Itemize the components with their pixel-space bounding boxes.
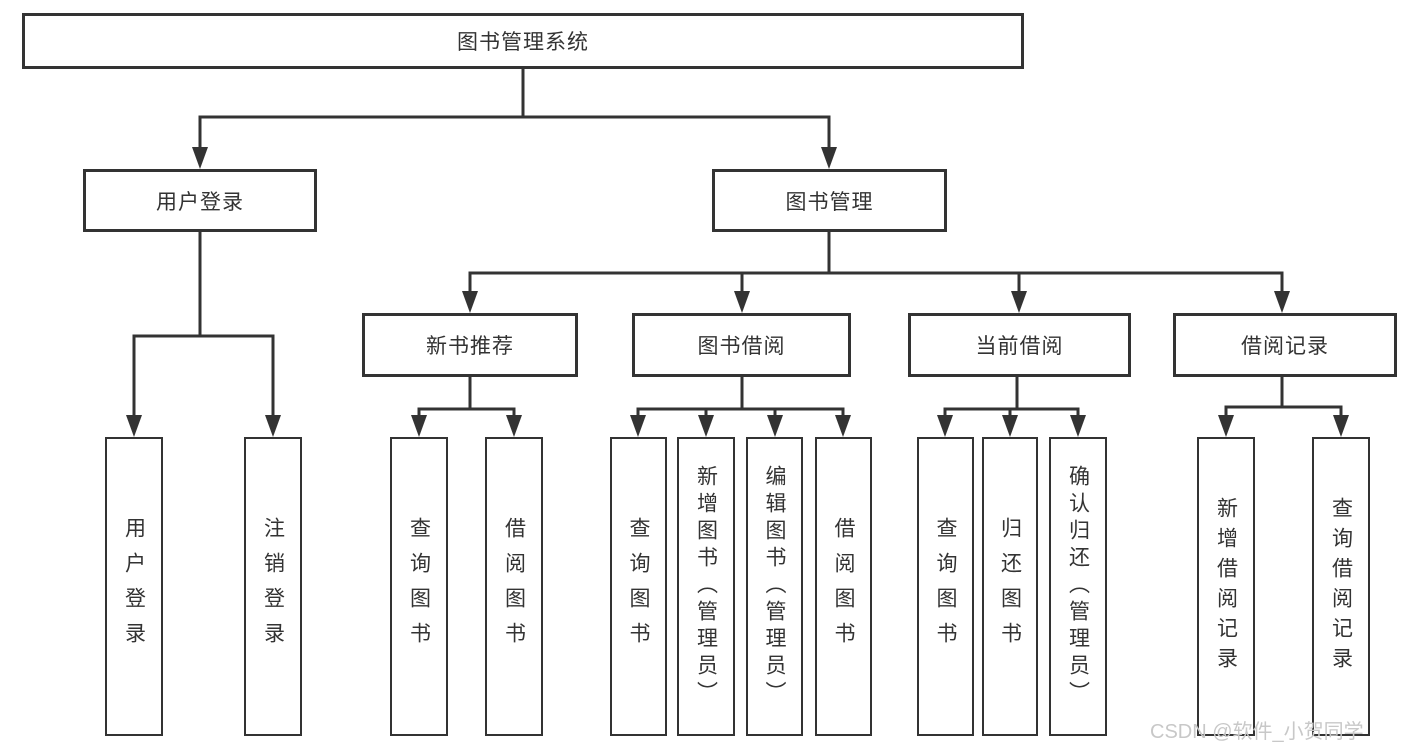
node-current-borrow: 当前借阅 bbox=[908, 313, 1131, 377]
node-new-book-recommend-label: 新书推荐 bbox=[426, 335, 514, 358]
node-leaf-add-borrow-record: 新增借阅记录 bbox=[1197, 437, 1255, 736]
node-leaf-query-book-recommend: 查询图书 bbox=[390, 437, 448, 736]
node-leaf-confirm-return-admin: 确认归还（管理员） bbox=[1049, 437, 1107, 736]
node-book-borrow-label: 图书借阅 bbox=[697, 335, 786, 358]
node-leaf-borrow-book-recommend: 借阅图书 bbox=[485, 437, 543, 736]
watermark-text: CSDN @软件_小贺同学 bbox=[1150, 721, 1364, 743]
node-leaf-query-borrow-record: 查询借阅记录 bbox=[1312, 437, 1370, 736]
node-leaf-borrow-book-recommend-label: 借阅图书 bbox=[502, 516, 526, 657]
node-leaf-logout: 注销登录 bbox=[244, 437, 302, 736]
node-user-login-label: 用户登录 bbox=[156, 190, 244, 214]
node-leaf-add-book-admin-label: 新增图书（管理员） bbox=[694, 465, 718, 708]
node-leaf-logout-label: 注销登录 bbox=[261, 516, 285, 657]
node-leaf-query-book-borrow-label: 查询图书 bbox=[627, 516, 650, 657]
node-leaf-query-book-current-label: 查询图书 bbox=[934, 516, 957, 657]
node-current-borrow-label: 当前借阅 bbox=[975, 335, 1064, 358]
node-leaf-return-book: 归还图书 bbox=[982, 437, 1038, 736]
node-book-borrow: 图书借阅 bbox=[632, 313, 851, 377]
node-leaf-add-book-admin: 新增图书（管理员） bbox=[677, 437, 735, 736]
node-leaf-query-book-recommend-label: 查询图书 bbox=[407, 516, 431, 657]
node-leaf-query-book-current: 查询图书 bbox=[917, 437, 974, 736]
node-leaf-edit-book-admin: 编辑图书（管理员） bbox=[746, 437, 803, 736]
node-leaf-user-login: 用户登录 bbox=[105, 437, 163, 736]
node-leaf-query-book-borrow: 查询图书 bbox=[610, 437, 667, 736]
node-borrow-records-label: 借阅记录 bbox=[1241, 335, 1329, 358]
node-leaf-add-borrow-record-label: 新增借阅记录 bbox=[1214, 496, 1238, 677]
node-leaf-query-borrow-record-label: 查询借阅记录 bbox=[1329, 496, 1353, 677]
node-root: 图书管理系统 bbox=[22, 13, 1024, 69]
node-book-management: 图书管理 bbox=[712, 169, 947, 232]
node-root-label: 图书管理系统 bbox=[457, 31, 589, 54]
node-leaf-return-book-label: 归还图书 bbox=[998, 516, 1022, 657]
node-leaf-user-login-label: 用户登录 bbox=[122, 516, 146, 657]
node-new-book-recommend: 新书推荐 bbox=[362, 313, 578, 377]
node-leaf-edit-book-admin-label: 编辑图书（管理员） bbox=[763, 465, 786, 708]
node-book-management-label: 图书管理 bbox=[785, 190, 874, 214]
node-leaf-borrow-book: 借阅图书 bbox=[815, 437, 872, 736]
node-leaf-confirm-return-admin-label: 确认归还（管理员） bbox=[1066, 465, 1090, 708]
node-leaf-borrow-book-label: 借阅图书 bbox=[832, 516, 855, 657]
node-borrow-records: 借阅记录 bbox=[1173, 313, 1397, 377]
node-user-login: 用户登录 bbox=[83, 169, 317, 232]
